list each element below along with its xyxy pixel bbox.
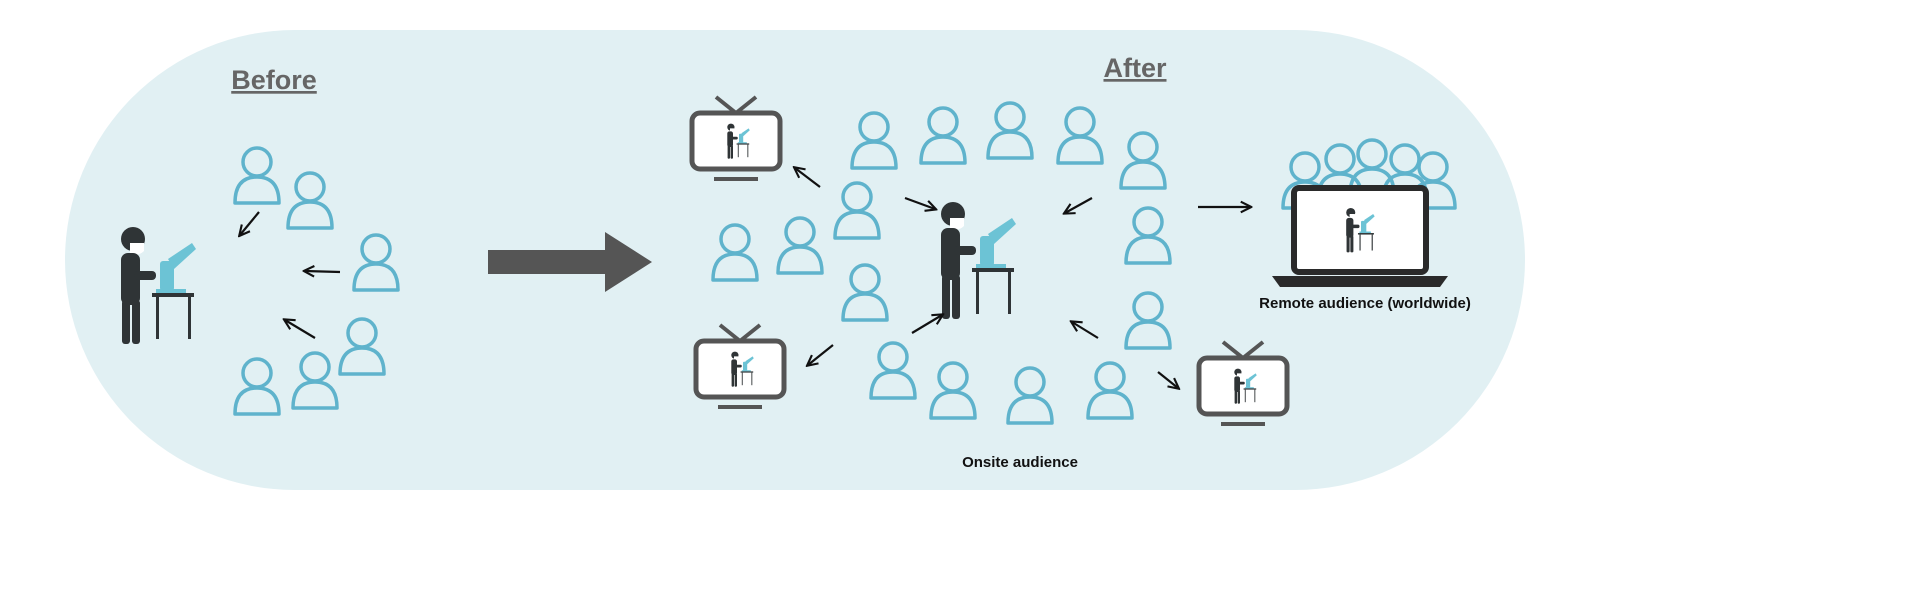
transition-arrow-icon xyxy=(488,232,652,292)
arrow-icon xyxy=(240,211,260,235)
remote-audience-label: Remote audience (worldwide) xyxy=(1259,295,1471,312)
remote-audience xyxy=(1272,138,1457,287)
arrow-icon xyxy=(795,168,821,188)
after-heading: After xyxy=(1103,53,1166,83)
laptop-icon xyxy=(1272,185,1448,287)
arrow-icon xyxy=(911,315,942,334)
arrow-icon xyxy=(1065,197,1093,213)
onsite-audience-label: Onsite audience xyxy=(962,454,1078,471)
arrow-icon xyxy=(904,196,935,209)
arrow-icon xyxy=(285,320,316,339)
arrow-icon xyxy=(1072,322,1099,339)
arrow-icon xyxy=(1157,371,1178,388)
arrow-icon xyxy=(305,271,341,272)
before-heading: Before xyxy=(231,65,317,95)
arrow-icon xyxy=(808,344,834,365)
